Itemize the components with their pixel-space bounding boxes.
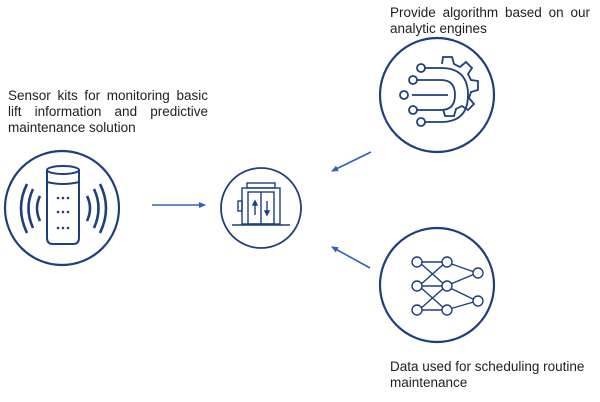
sensor-device-icon [19, 165, 108, 245]
arrow-algorithm-to-elevator [331, 151, 372, 172]
algorithm-node [378, 36, 496, 154]
arrow-data-to-elevator [331, 246, 371, 269]
data-node [378, 226, 496, 344]
data-label: Data used for scheduling routine mainten… [390, 359, 585, 390]
neural-network-icon [411, 256, 484, 316]
sensor-circle [3, 149, 121, 267]
algorithm-label: Provide algorithm based on our analytic … [390, 5, 590, 36]
gear-algorithm-icon [399, 56, 479, 127]
elevator-node [220, 167, 302, 249]
elevator-circle [220, 167, 302, 249]
sensor-label: Sensor kits for monitoring basic lift in… [8, 88, 208, 135]
algorithm-circle [378, 36, 496, 154]
data-circle [378, 226, 496, 344]
elevator-icon [232, 182, 290, 226]
sensor-node [3, 149, 121, 267]
